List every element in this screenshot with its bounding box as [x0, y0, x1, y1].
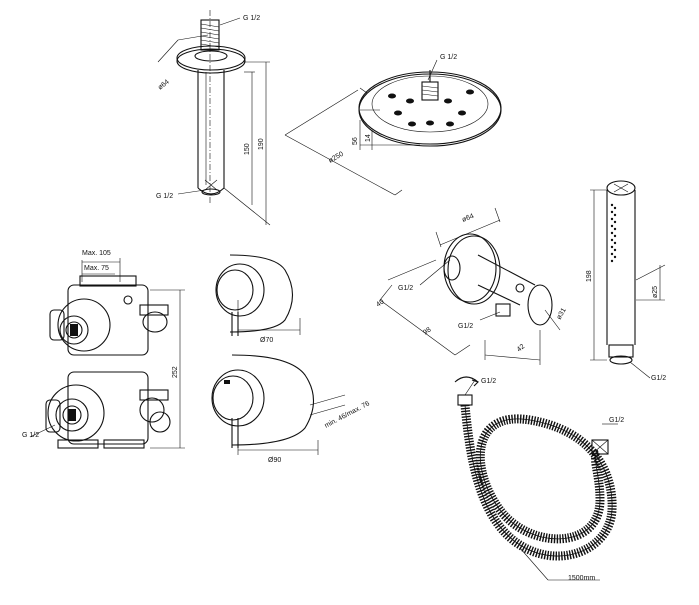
ceiling-arm-flange-diameter-label: ø64 [157, 79, 171, 92]
wall-elbow-outlet-diameter-label: ø31 [556, 307, 568, 321]
hose-length-label: 1500mm [568, 575, 595, 582]
hand-shower-thread-label: G1/2 [651, 375, 666, 382]
ceiling-arm-drawing: G 1/2 ø64 150 190 G 1/2 [156, 10, 271, 226]
rain-head-drawing: G 1/2 ø250 56 14 [284, 54, 502, 196]
hand-shower-diameter-label: ø25 [652, 286, 659, 298]
ceiling-arm-thread-top-label: G 1/2 [243, 15, 260, 22]
trim-large-range-label: min. 46/max. 76 [324, 400, 371, 430]
ceiling-arm-overall-length-label: 190 [258, 138, 265, 150]
trim-large-drawing: Ø90 min. 46/max. 76 [211, 354, 371, 464]
valve-max-b-label: Max. 75 [84, 265, 109, 272]
valve-body-drawing: Max. 105 Max. 75 252 G 1/2 [22, 250, 185, 449]
rain-head-depth-b-label: 14 [365, 134, 372, 142]
ceiling-arm-tube-length-label: 150 [244, 143, 251, 155]
trim-small-diameter-label: Ø70 [260, 337, 273, 344]
wall-elbow-depth-label: 40 [375, 298, 385, 308]
valve-thread-label: G 1/2 [22, 432, 39, 439]
hand-shower-drawing: 198 ø25 G1/2 [586, 180, 666, 382]
wall-elbow-drawing: ø64 G1/2 40 98 G1/2 ø31 42 [375, 207, 568, 365]
ceiling-arm-thread-bottom-label: G 1/2 [156, 193, 173, 200]
rain-head-thread-label: G 1/2 [440, 54, 457, 61]
wall-elbow-flange-diameter-label: ø64 [461, 213, 475, 224]
valve-height-label: 252 [172, 366, 179, 378]
hose-drawing: G1/2 G1/2 1500mm [454, 376, 624, 582]
hose-thread-right-label: G1/2 [609, 417, 624, 424]
wall-elbow-thread-wall-label: G1/2 [398, 285, 413, 292]
hand-shower-length-label: 198 [586, 270, 593, 282]
wall-elbow-thread-outlet-label: G1/2 [458, 323, 473, 330]
wall-elbow-outlet-offset-label: 42 [516, 343, 527, 353]
wall-elbow-length-label: 98 [422, 326, 432, 336]
trim-small-drawing: Ø70 [215, 254, 301, 344]
valve-max-a-label: Max. 105 [82, 250, 111, 257]
hose-thread-left-label: G1/2 [481, 378, 496, 385]
trim-large-diameter-label: Ø90 [268, 457, 281, 464]
rain-head-depth-a-label: 56 [352, 137, 359, 145]
